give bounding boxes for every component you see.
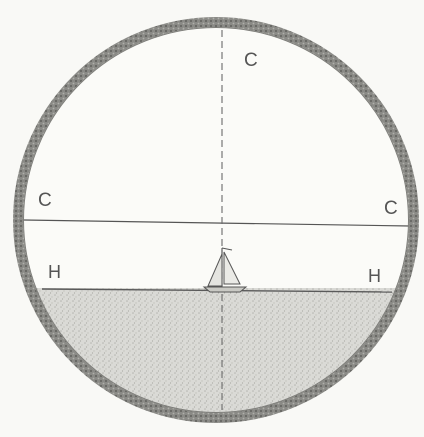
label-crossline-right: C: [384, 198, 398, 219]
label-vertical-top: C: [244, 50, 258, 71]
label-crossline-left: C: [38, 190, 52, 211]
label-horizon-left: H: [48, 262, 61, 282]
label-horizon-right: H: [368, 266, 381, 286]
